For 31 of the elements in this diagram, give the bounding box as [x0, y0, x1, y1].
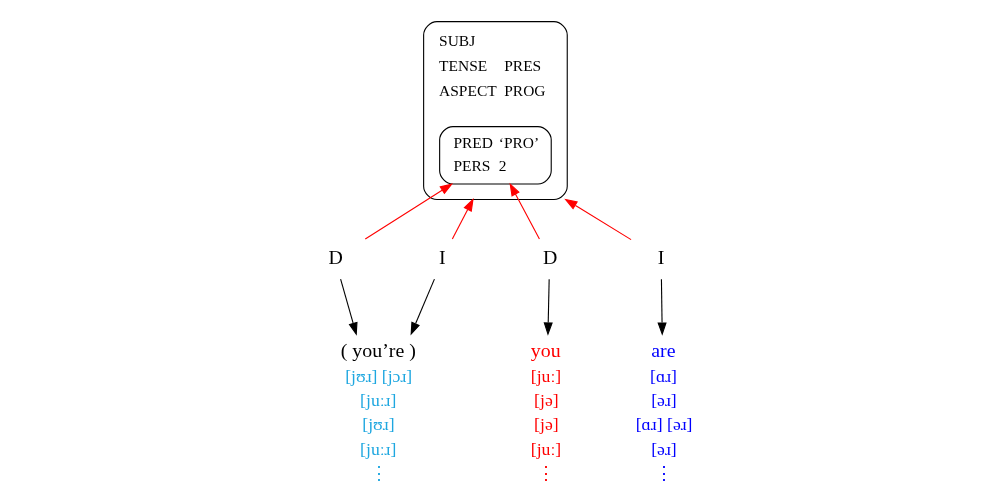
node-label: ⋮: [537, 462, 556, 483]
arrow: [410, 278, 435, 336]
node-label: [jə]: [534, 389, 559, 410]
arrow: [564, 198, 632, 241]
node-text: I: [439, 246, 446, 269]
node-label: [juː]: [530, 365, 562, 386]
arrow: [657, 278, 667, 336]
arrow: [543, 278, 553, 336]
arrow: [340, 278, 358, 336]
node-text: D: [542, 246, 558, 269]
node-label: [juːɹ]: [360, 389, 397, 410]
node-label: ⋮: [370, 462, 389, 483]
node-text: you: [530, 338, 561, 361]
node-label: [ɑɹ] [əɹ]: [635, 414, 693, 435]
node-text: D: [328, 246, 343, 269]
node-label: [jə]: [534, 414, 559, 435]
node-label: [əɹ]: [651, 438, 677, 459]
node-text: I: [657, 246, 665, 269]
node-box: PRED ‘PRO’ PERS 2: [439, 126, 552, 185]
node-label: [juː]: [530, 438, 562, 459]
node-label: [ɑɹ]: [650, 365, 677, 386]
arrow: [509, 182, 540, 240]
node-label: [jʊɹ] [jɔɹ]: [345, 365, 413, 386]
node-text: are: [651, 338, 676, 361]
node-text: ( you’re ): [340, 338, 416, 361]
arrow: [451, 198, 474, 240]
arrow: [364, 183, 454, 240]
node-label: [əɹ]: [651, 389, 677, 410]
node-label: [jʊɹ]: [362, 414, 395, 435]
node-label: [juːɹ]: [360, 438, 397, 459]
node-label: ⋮: [655, 462, 674, 483]
